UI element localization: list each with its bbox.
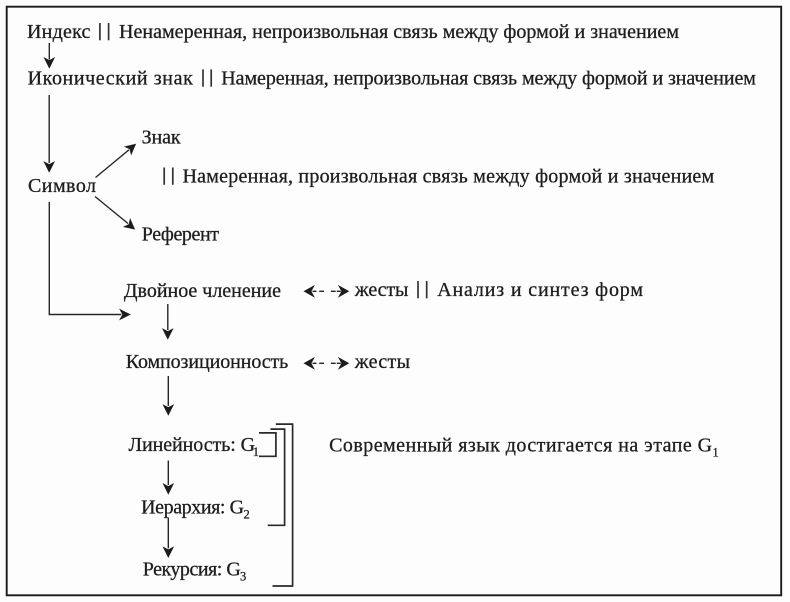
svg-text:Рекурсия: G: Рекурсия: G [143,558,241,580]
svg-text:Композиционность: Композиционность [126,351,289,373]
svg-text:Иконический знак: Иконический знак [28,67,193,89]
svg-text:Анализ и синтез форм: Анализ и синтез форм [437,279,643,301]
svg-text:Референт: Референт [142,223,219,245]
svg-text:Намеренная, непроизвольная свя: Намеренная, непроизвольная связь между ф… [221,67,756,89]
svg-text:2: 2 [244,508,250,522]
svg-text:Иерархия: G: Иерархия: G [141,497,244,519]
svg-text:3: 3 [240,569,246,583]
svg-text:Символ: Символ [28,175,96,197]
svg-text:жесты: жесты [354,351,410,373]
svg-text:1: 1 [713,445,719,459]
svg-text:Знак: Знак [142,126,181,148]
svg-text:Ненамеренная, непроизвольная с: Ненамеренная, непроизвольная связь между… [119,21,679,43]
svg-text:Намеренная, произвольная связь: Намеренная, произвольная связь между фор… [183,166,715,188]
svg-text:Индекс: Индекс [27,21,91,43]
svg-text:Линейность: G: Линейность: G [129,434,256,456]
svg-text:1: 1 [253,445,259,459]
svg-text:Двойное членение: Двойное членение [124,280,281,302]
svg-text:Современный язык достигается н: Современный язык достигается на этапе G [329,434,712,456]
svg-text:жесты: жесты [354,279,409,301]
